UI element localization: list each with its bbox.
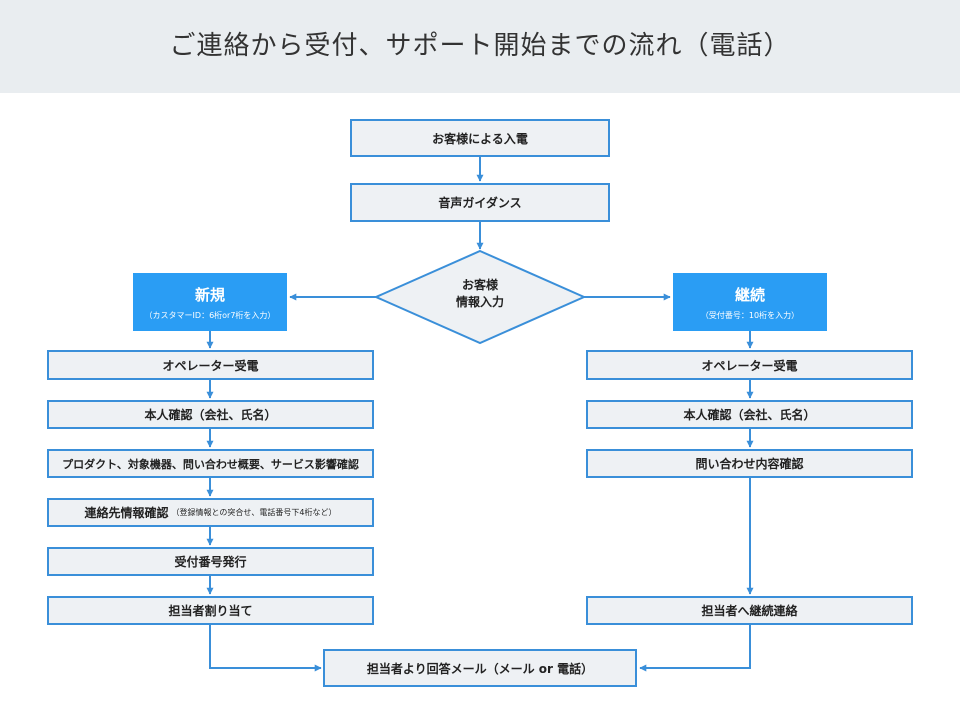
existing-handoff-label: 担当者へ継続連絡 [701, 604, 798, 618]
existing-identity-label: 本人確認（会社、氏名） [683, 408, 816, 422]
incoming-call-box: お客様による入電 [350, 119, 610, 157]
final-response-label: 担当者より回答メール（メール or 電話） [366, 661, 594, 676]
new-contact-label: 連絡先情報確認 [84, 506, 169, 520]
new-ticket-label: 受付番号発行 [174, 555, 247, 569]
arrow-handoff-to-final [639, 625, 751, 672]
new-contact-note: （登録情報との突合せ、電話番号下4桁など） [171, 508, 337, 517]
decision-label-line2: 情報入力 [455, 295, 504, 309]
new-assign-box: 担当者割り当て [47, 596, 374, 625]
existing-operator-box: オペレーター受電 [586, 350, 913, 380]
decision-label-line1: お客様 [461, 278, 498, 292]
new-customer-title: 新規 [194, 285, 225, 304]
new-operator-label: オペレーター受電 [162, 358, 259, 373]
new-inquiry-label: プロダクト、対象機器、問い合わせ概要、サービス影響確認 [62, 457, 359, 471]
decision-diamond [373, 249, 587, 345]
incoming-call-label: お客様による入電 [432, 131, 528, 146]
arrow-assign-to-final [209, 625, 322, 672]
new-identity-box: 本人確認（会社、氏名） [47, 400, 374, 429]
existing-inquiry-box: 問い合わせ内容確認 [586, 449, 913, 478]
new-inquiry-box: プロダクト、対象機器、問い合わせ概要、サービス影響確認 [47, 449, 374, 478]
final-response-box: 担当者より回答メール（メール or 電話） [323, 649, 637, 687]
existing-inquiry-label: 問い合わせ内容確認 [695, 457, 804, 471]
existing-identity-box: 本人確認（会社、氏名） [586, 400, 913, 429]
new-assign-label: 担当者割り当て [168, 604, 253, 618]
new-operator-box: オペレーター受電 [47, 350, 374, 380]
existing-handoff-box: 担当者へ継続連絡 [586, 596, 913, 625]
decision-label: お客様 情報入力 [420, 277, 540, 311]
voice-guidance-box: 音声ガイダンス [350, 183, 610, 222]
new-customer-box: 新規 （カスタマーID：6桁or7桁を入力） [133, 273, 287, 331]
page-title: ご連絡から受付、サポート開始までの流れ（電話） [169, 31, 791, 61]
new-identity-label: 本人確認（会社、氏名） [144, 408, 277, 422]
existing-customer-subtitle: （受付番号：10桁を入力） [700, 310, 800, 320]
existing-customer-box: 継続 （受付番号：10桁を入力） [673, 273, 827, 331]
new-ticket-box: 受付番号発行 [47, 547, 374, 576]
header-banner: ご連絡から受付、サポート開始までの流れ（電話） [0, 0, 960, 93]
new-customer-subtitle: （カスタマーID：6桁or7桁を入力） [144, 310, 276, 320]
existing-customer-title: 継続 [734, 285, 765, 304]
voice-guidance-label: 音声ガイダンス [438, 196, 522, 210]
new-contact-box: 連絡先情報確認 （登録情報との突合せ、電話番号下4桁など） [47, 498, 374, 527]
existing-operator-label: オペレーター受電 [701, 358, 798, 373]
